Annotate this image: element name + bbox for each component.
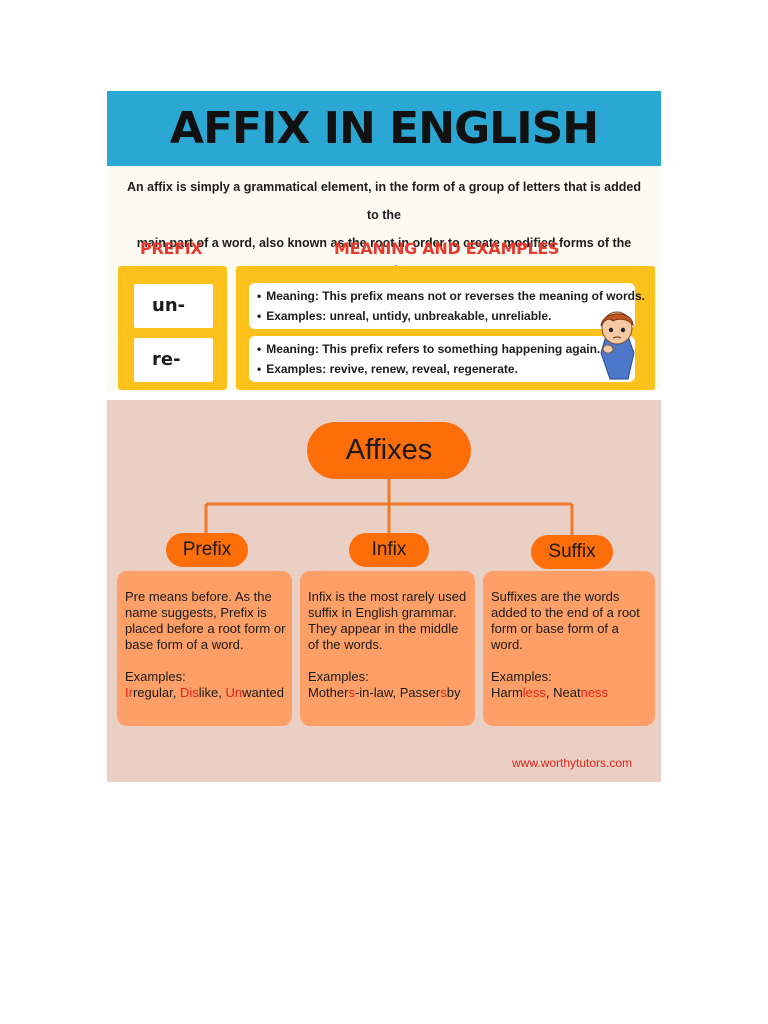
suffix-card: Suffixes are the words added to the end … [483, 571, 655, 726]
prefix-panel: un- re- [118, 266, 227, 390]
meaning-text: Meaning: This prefix refers to something… [257, 339, 635, 359]
examples-text: Examples: revive, renew, reveal, regener… [257, 359, 635, 379]
prefix-node: Prefix [166, 533, 248, 567]
examples-label: Examples: [308, 669, 369, 684]
infix-description: Infix is the most rarely used suffix in … [308, 589, 467, 652]
title-banner: AFFIX IN ENGLISH [107, 91, 661, 166]
affixes-diagram: Affixes Prefix Infix Suffix Pre means be… [107, 400, 661, 782]
infix-examples: Mothers-in-law, Passersby [308, 685, 461, 700]
thinking-boy-illustration [600, 311, 635, 380]
suffix-examples: Harmless, Neatness [491, 685, 609, 700]
prefix-card-un: un- [134, 284, 213, 328]
prefix-card-re: re- [134, 338, 213, 382]
meaning-panel: Meaning: This prefix means not or revers… [236, 266, 655, 390]
website-credit: www.worthytutors.com [512, 756, 633, 770]
infix-node: Infix [349, 533, 429, 567]
affix-infographic: AFFIX IN ENGLISH An affix is simply a gr… [107, 91, 661, 390]
meaning-card-un: Meaning: This prefix means not or revers… [249, 283, 645, 329]
prefix-description: Pre means before. As the name suggests, … [125, 589, 286, 652]
affixes-root-node: Affixes [307, 422, 471, 479]
prefix-column-heading: PREFIX [140, 239, 203, 258]
meaning-column-heading: MEANING AND EXAMPLES [334, 239, 560, 258]
suffix-description: Suffixes are the words added to the end … [491, 589, 640, 652]
prefix-examples: Irregular, Dislike, Unwanted [125, 685, 285, 700]
tree-connectors [204, 478, 574, 536]
suffix-node: Suffix [531, 535, 613, 569]
infographic-title: AFFIX IN ENGLISH [169, 103, 599, 154]
examples-label: Examples: [491, 669, 552, 684]
infix-card: Infix is the most rarely used suffix in … [300, 571, 475, 726]
prefix-card: Pre means before. As the name suggests, … [117, 571, 292, 726]
examples-text: Examples: unreal, untidy, unbreakable, u… [257, 306, 635, 326]
meaning-card-re: Meaning: This prefix refers to something… [249, 336, 635, 382]
intro-line-1: An affix is simply a grammatical element… [127, 180, 641, 222]
examples-label: Examples: [125, 669, 186, 684]
meaning-text: Meaning: This prefix means not or revers… [257, 286, 645, 306]
